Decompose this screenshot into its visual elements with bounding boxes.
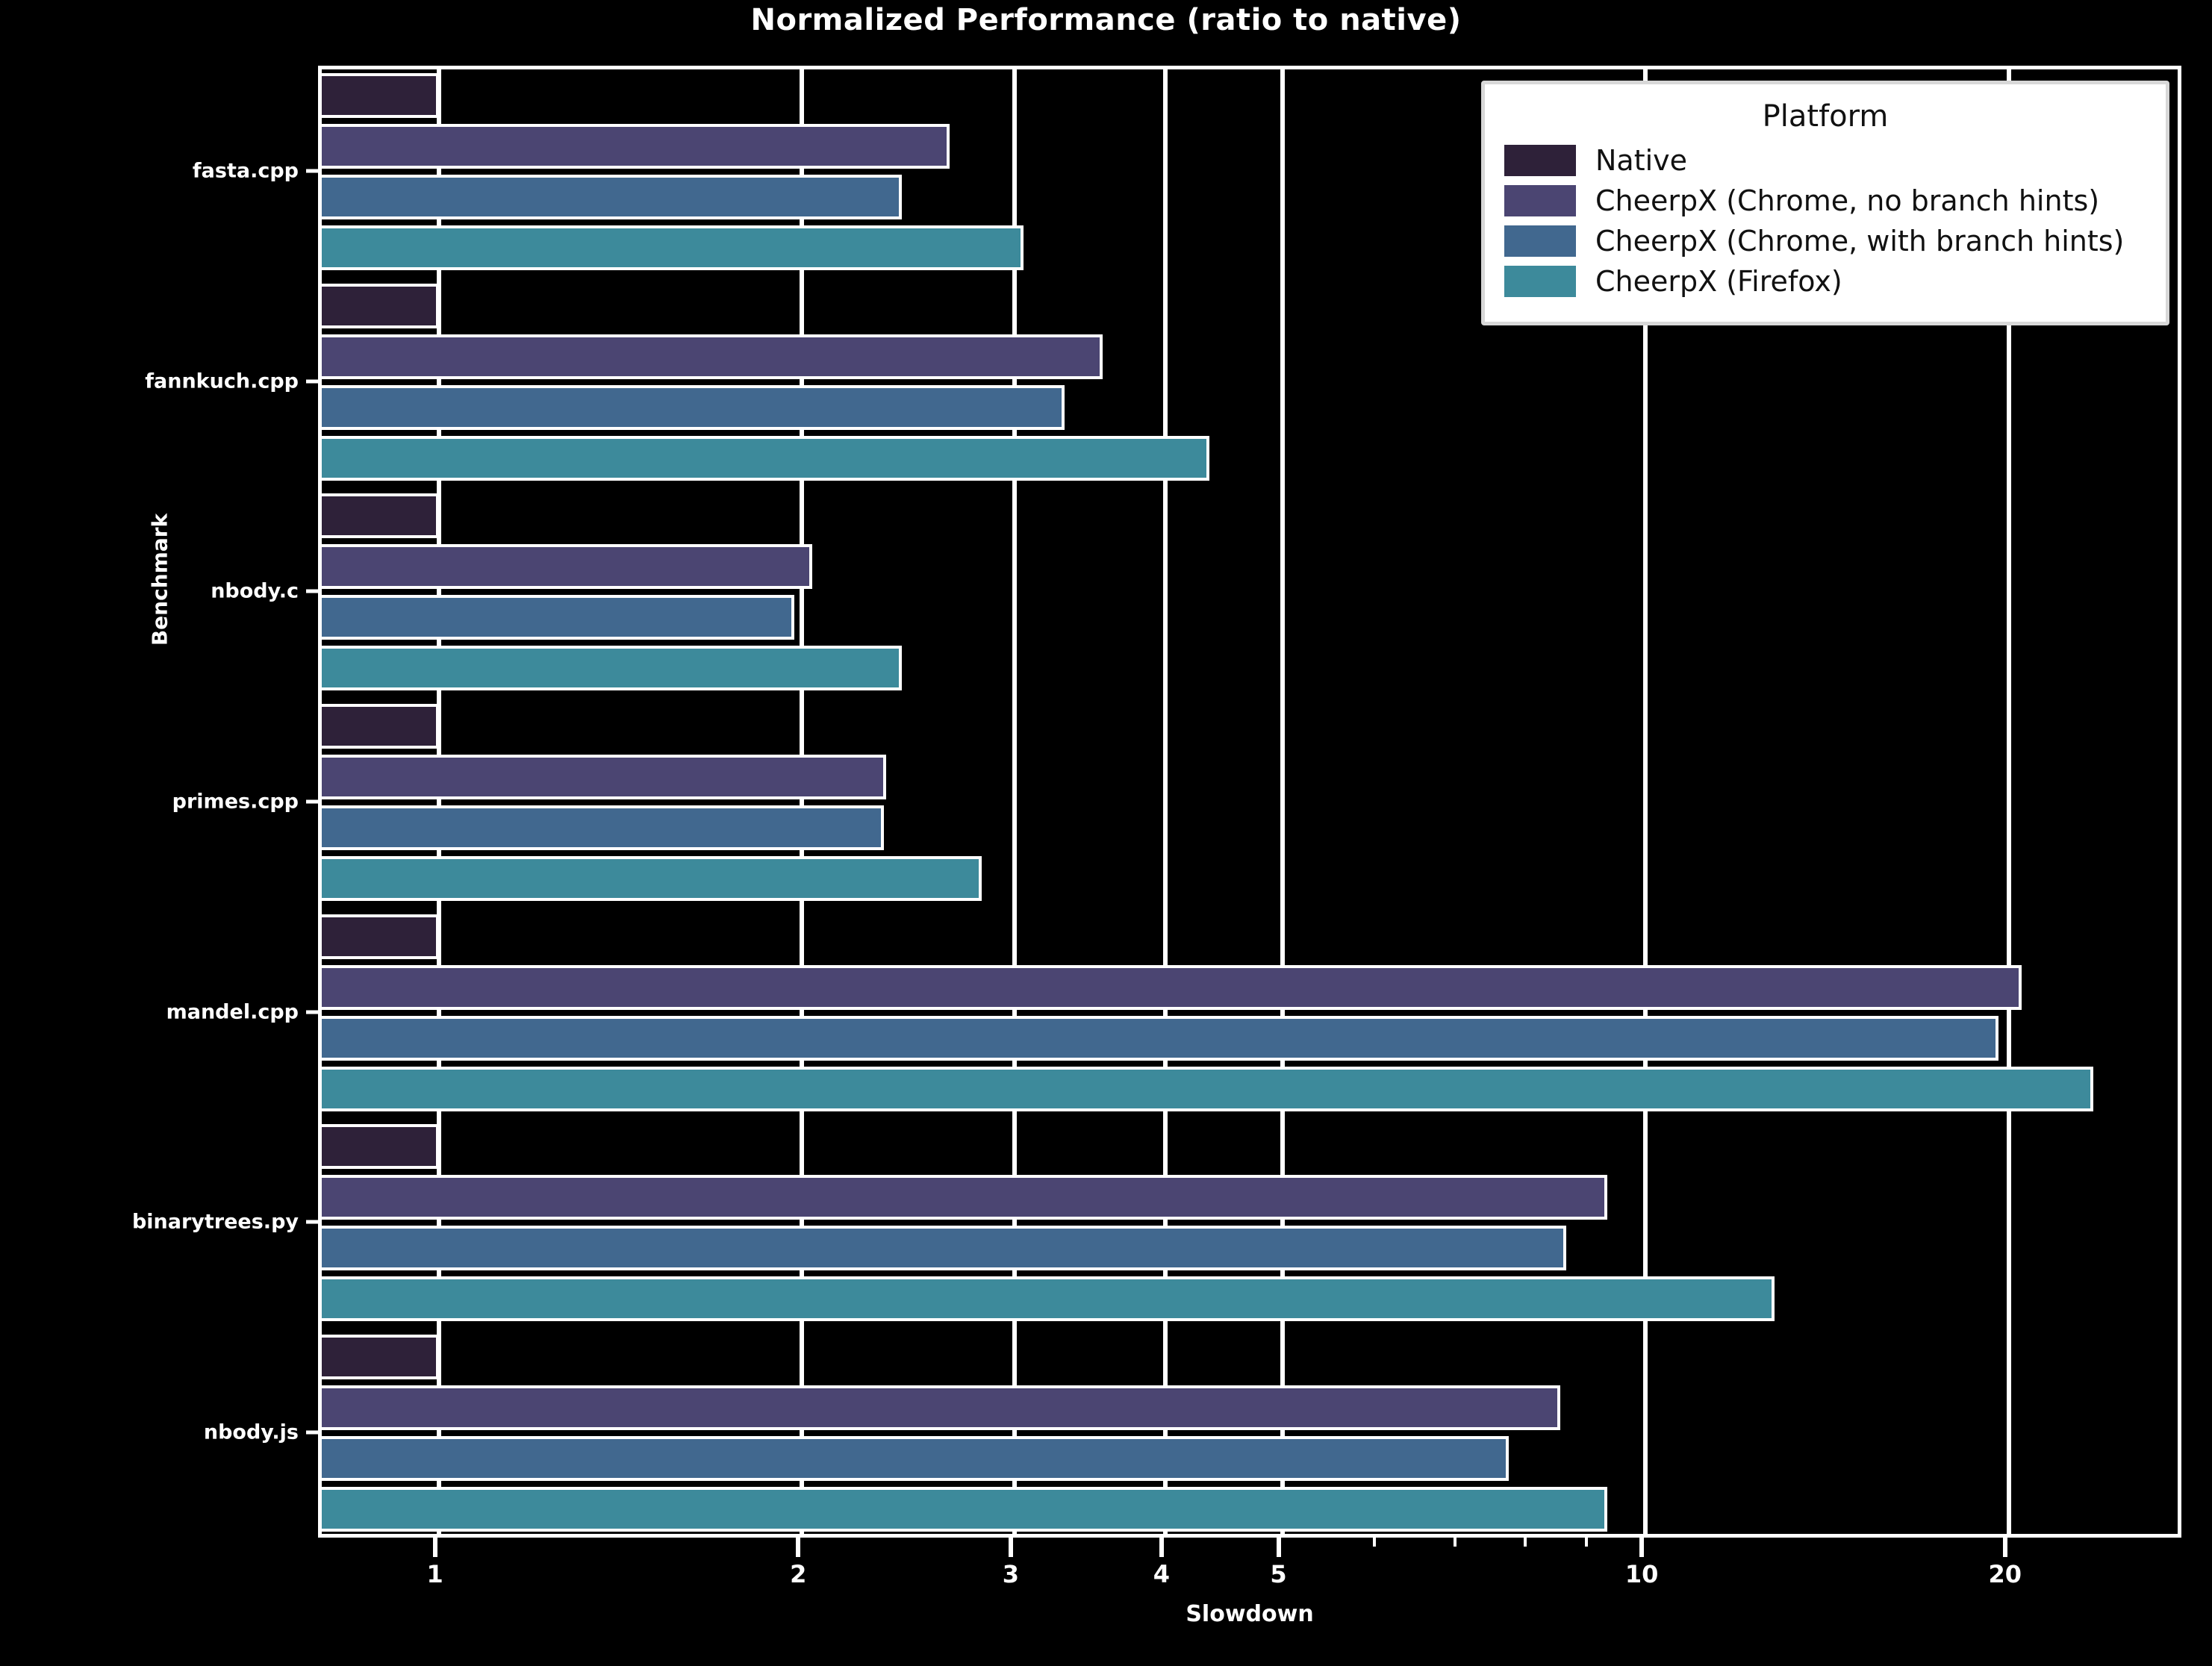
bar [322,1385,1561,1431]
legend-entry-label: Native [1595,144,1688,177]
legend-swatch-icon [1504,266,1576,297]
gridline-x-4 [1162,69,1168,1534]
legend-entry[interactable]: Native [1504,144,2146,177]
bar [322,1436,1509,1482]
bar [322,283,439,328]
bar [322,174,903,219]
x-tick-mark-5 [1276,1538,1281,1557]
bar [322,646,903,691]
bar [322,1276,1775,1322]
x-tick-mark-1 [432,1538,437,1557]
y-tick-mark [306,799,318,804]
x-tick-label-3: 3 [1002,1560,1020,1588]
y-tick-label-nbody-c: nbody.c [211,579,299,603]
gridline-x-1 [436,69,441,1534]
bar [322,334,1103,379]
x-tick-minor-7 [1453,1538,1457,1547]
x-tick-label-20: 20 [1988,1560,2022,1588]
y-tick-label-primes-cpp: primes.cpp [172,790,299,814]
x-axis-title: Slowdown [1186,1601,1314,1627]
bar-group [322,911,2178,1121]
bar [322,595,794,640]
bar [322,914,439,959]
legend-entry-label: CheerpX (Chrome, with branch hints) [1595,225,2125,258]
y-axis-title: Benchmark [147,513,172,646]
y-tick-mark [306,1220,318,1224]
y-tick-label-fannkuch-cpp: fannkuch.cpp [145,369,299,393]
bar-group [322,69,2178,280]
gridline-x-5 [1280,69,1285,1534]
bar [322,1487,1608,1532]
gridline-x-10 [1643,69,1648,1534]
legend-entry-label: CheerpX (Firefox) [1595,265,1842,298]
bar [322,1175,1608,1220]
bar [322,1226,1567,1271]
bar [322,1015,1998,1061]
y-tick-label-binarytrees-py: binarytrees.py [131,1210,299,1234]
x-tick-mark-2 [796,1538,801,1557]
chart-title: Normalized Performance (ratio to native) [750,3,1462,37]
bar-group [322,700,2178,911]
x-tick-mark-4 [1159,1538,1164,1557]
y-tick-mark [306,1430,318,1435]
y-tick-label-mandel-cpp: mandel.cpp [166,1000,299,1024]
x-tick-mark-10 [1639,1538,1645,1557]
gridline-x-2 [800,69,805,1534]
bar [322,544,813,590]
x-tick-label-2: 2 [790,1560,807,1588]
bar [322,1124,439,1170]
gridline-x-3 [1012,69,1017,1534]
bar-group [322,280,2178,490]
bar [322,754,887,799]
y-tick-mark [306,169,318,173]
bar [322,384,1065,430]
bar [322,435,1209,481]
bar [322,493,439,539]
x-tick-minor-9 [1585,1538,1589,1547]
bar [322,72,439,118]
legend-entry-label: CheerpX (Chrome, no branch hints) [1595,184,2100,217]
bar [322,1066,2093,1111]
x-tick-label-5: 5 [1270,1560,1287,1588]
bar [322,123,950,169]
legend-swatch-icon [1504,225,1576,257]
x-tick-minor-8 [1523,1538,1527,1547]
legend-swatch-icon [1504,185,1576,216]
bar [322,855,982,901]
gridline-x-20 [2006,69,2011,1534]
y-tick-mark [306,379,318,384]
x-tick-label-10: 10 [1624,1560,1659,1588]
bar [322,703,439,749]
y-tick-mark [306,589,318,593]
legend-entry[interactable]: CheerpX (Chrome, no branch hints) [1504,184,2146,217]
y-tick-label-nbody-js: nbody.js [203,1420,299,1444]
bar-group [322,1331,2178,1541]
x-tick-label-1: 1 [426,1560,443,1588]
bar [322,805,885,850]
bar [322,964,2022,1010]
legend-entry[interactable]: CheerpX (Chrome, with branch hints) [1504,225,2146,258]
plot-inner [322,69,2178,1534]
y-tick-label-fasta-cpp: fasta.cpp [192,159,299,183]
bar-group [322,1121,2178,1332]
x-tick-label-4: 4 [1153,1560,1171,1588]
bar [322,1335,439,1380]
bar [322,225,1024,270]
legend-swatch-icon [1504,145,1576,176]
x-tick-minor-6 [1372,1538,1376,1547]
legend-title: Platform [1762,99,1889,134]
legend-entry[interactable]: CheerpX (Firefox) [1504,265,2146,298]
x-tick-mark-20 [2002,1538,2007,1557]
x-tick-mark-3 [1008,1538,1013,1557]
bar-group [322,490,2178,700]
y-tick-mark [306,1010,318,1014]
